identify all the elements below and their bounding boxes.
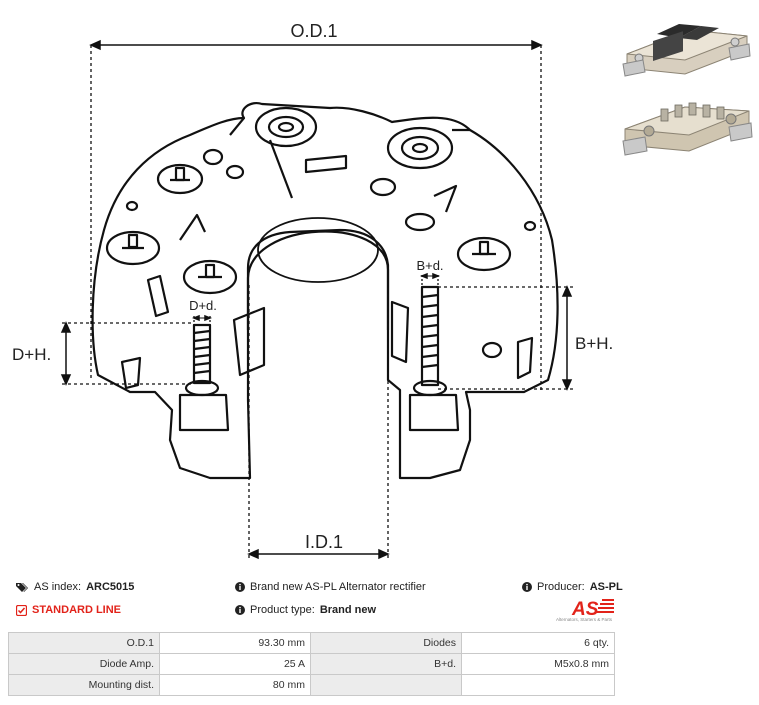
spec-label: Diodes [310,632,462,654]
product-photo-bottom [622,102,753,156]
product-type-label: Product type: [250,604,315,616]
tags-icon [16,582,29,593]
id-label: I.D.1 [305,532,343,552]
product-type-row: Product type: Brand new [235,604,376,616]
producer-row: Producer: AS-PL [522,581,623,593]
description-row: Brand new AS-PL Alternator rectifier [235,581,426,593]
standard-line-label: STANDARD LINE [32,604,122,616]
table-row: Diode Amp. 25 A B+d. M5x0.8 mm [8,653,615,675]
top-right-boss [386,126,454,170]
od-label: O.D.1 [290,21,337,41]
info-circle-icon [235,582,245,592]
spec-label: Diode Amp. [8,653,160,675]
product-photo-top [622,24,751,77]
rectifier-technical-drawing: O.D.1 I.D.1 D+H. B+H. D+d. B+d. [12,21,613,560]
dd-label: D+d. [189,298,217,313]
bd-label: B+d. [416,258,443,273]
standard-line-row: STANDARD LINE [16,604,121,616]
bh-label: B+H. [575,334,613,353]
spec-value: 6 qty. [461,632,615,654]
svg-text:AS: AS [571,599,599,620]
logo-tagline: Alternators, Starters & Parts [556,617,613,622]
spec-value: 80 mm [159,674,311,696]
spec-label [310,674,462,696]
right-bolt [408,285,460,432]
spec-label: B+d. [310,653,462,675]
specs-table: O.D.1 93.30 mm Diodes 6 qty. Diode Amp. … [8,632,615,696]
spec-value: 25 A [159,653,311,675]
check-square-icon [16,604,27,616]
as-index-row: AS index: ARC5015 [16,581,134,593]
table-row: O.D.1 93.30 mm Diodes 6 qty. [8,632,615,654]
product-type-value: Brand new [319,604,377,616]
top-left-boss [254,106,318,148]
info-circle-icon [235,605,245,615]
as-index-label: AS index: [34,581,82,593]
spec-label: Mounting dist. [8,674,160,696]
producer-label: Producer: [537,581,585,593]
as-index-value: ARC5015 [86,581,135,593]
description-text: Brand new AS-PL Alternator rectifier [250,581,426,593]
spec-value [461,674,615,696]
center-slot [246,230,390,330]
info-circle-icon [522,582,532,592]
dh-label: D+H. [12,345,51,364]
producer-value: AS-PL [589,581,623,593]
as-pl-logo: AS [571,599,614,620]
left-bolt [178,323,230,432]
spec-value: M5x0.8 mm [461,653,615,675]
table-row: Mounting dist. 80 mm [8,674,615,696]
spec-value: 93.30 mm [159,632,311,654]
spec-label: O.D.1 [8,632,160,654]
